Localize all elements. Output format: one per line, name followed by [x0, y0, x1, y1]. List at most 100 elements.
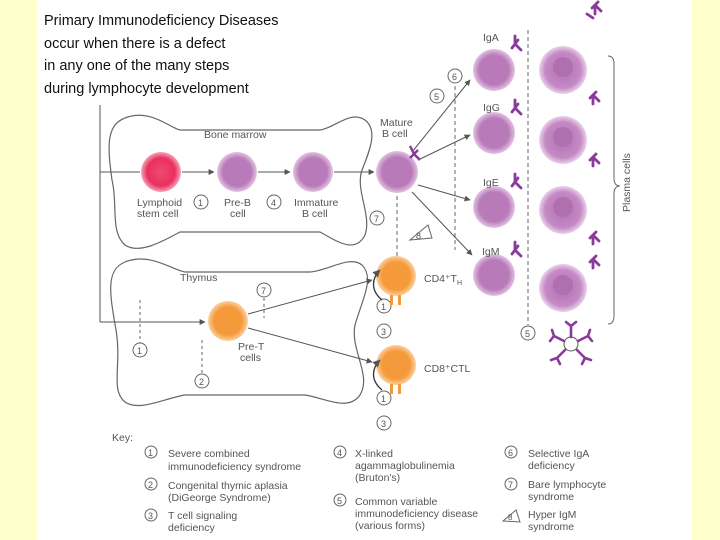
title-line-1: Primary Immunodeficiency Diseases	[44, 13, 279, 29]
cd4-label: CD4⁺TH	[424, 273, 462, 287]
bone-marrow-label: Bone marrow	[204, 129, 267, 141]
key-label: Key:	[112, 432, 133, 444]
svg-text:agammaglobulinemia: agammaglobulinemia	[355, 460, 455, 472]
svg-text:7: 7	[261, 286, 266, 296]
pre-t-cell	[208, 301, 248, 341]
igg-b-cell	[473, 112, 515, 154]
marker-8: 8	[408, 224, 433, 241]
marker-2: 2	[194, 373, 210, 389]
marker-1-thymus: 1	[132, 342, 148, 358]
mature-b-label-2: B cell	[382, 128, 408, 140]
svg-text:immunodeficiency syndrome: immunodeficiency syndrome	[168, 461, 301, 473]
igm-pentamer	[548, 320, 594, 366]
key-item-8: 8 Hyper IgM syndrome	[501, 509, 576, 533]
svg-text:3: 3	[148, 511, 153, 521]
igm-plasma-cell	[539, 264, 587, 312]
arrow-b-igm	[411, 191, 473, 256]
svg-text:1: 1	[381, 302, 386, 312]
svg-text:X-linked: X-linked	[355, 448, 393, 460]
svg-text:3: 3	[381, 327, 386, 337]
stem-cell-label-1: Lymphoid	[137, 197, 182, 209]
iga-plasma-cell	[539, 46, 587, 94]
marker-1-marrow: 1	[193, 194, 209, 210]
marker-6: 6	[447, 68, 463, 84]
svg-text:5: 5	[434, 92, 439, 102]
title-line-3: in any one of the many steps	[44, 58, 230, 74]
key-item-2: 2 Congenital thymic aplasia (DiGeorge Sy…	[144, 477, 288, 504]
svg-text:1: 1	[148, 448, 153, 458]
cd8-label: CD8⁺CTL	[424, 363, 471, 375]
svg-text:7: 7	[508, 480, 513, 490]
marker-4: 4	[266, 194, 282, 210]
pre-b-label-1: Pre-B	[224, 197, 251, 209]
marker-3-cd8: 3	[376, 415, 392, 431]
svg-text:syndrome: syndrome	[528, 521, 574, 533]
svg-text:8: 8	[508, 513, 513, 522]
key-item-4: 4 X-linked agammaglobulinemia (Bruton's)	[333, 445, 455, 484]
svg-text:immunodeficiency disease: immunodeficiency disease	[355, 508, 478, 520]
svg-text:3: 3	[381, 419, 386, 429]
cd4-loop-arrow	[372, 269, 383, 301]
title-line-4: during lymphocyte development	[44, 80, 249, 97]
ige-label: IgE	[483, 177, 499, 189]
iga-label: IgA	[483, 32, 499, 44]
pre-t-label-1: Pre-T	[238, 341, 265, 353]
arrow-pret-cd4	[247, 278, 373, 315]
antibodies	[510, 0, 603, 270]
svg-text:6: 6	[452, 72, 457, 82]
pre-t-label-2: cells	[240, 352, 261, 364]
svg-text:(Bruton's): (Bruton's)	[355, 472, 400, 484]
title-line-2: occur when there is a defect	[44, 35, 226, 52]
arrow-pret-cd8	[247, 327, 373, 364]
igm-label: IgM	[482, 246, 500, 258]
plasma-cells-label: Plasma cells	[621, 153, 633, 212]
svg-text:2: 2	[148, 480, 153, 490]
svg-text:1: 1	[137, 346, 142, 356]
arrow-b-igg	[417, 134, 471, 161]
key-item-5: 5 Common variable immunodeficiency disea…	[333, 493, 478, 532]
svg-text:deficiency: deficiency	[528, 460, 575, 472]
svg-text:Selective IgA: Selective IgA	[528, 448, 589, 460]
bone-marrow-outline	[108, 114, 373, 249]
svg-text:(various forms): (various forms)	[355, 520, 425, 532]
thymus-label: Thymus	[180, 272, 217, 284]
ige-plasma-cell	[539, 186, 587, 234]
stem-cell-label-2: stem cell	[137, 208, 178, 220]
svg-text:8: 8	[416, 231, 421, 241]
marker-7-b: 7	[369, 210, 385, 226]
cd4-t-cell	[376, 256, 416, 296]
igm-b-cell	[473, 254, 515, 296]
svg-text:5: 5	[337, 496, 342, 506]
thymus-outline	[110, 258, 369, 407]
marker-1-cd4: 1	[376, 298, 392, 314]
arrow-b-iga	[411, 79, 471, 153]
svg-text:Bare lymphocyte: Bare lymphocyte	[528, 479, 606, 491]
svg-text:1: 1	[381, 394, 386, 404]
arrow-b-ige	[417, 184, 471, 202]
marker-7-t: 7	[256, 282, 272, 298]
marker-5-bottom: 5	[520, 325, 536, 341]
lymphoid-stem-cell	[141, 152, 181, 192]
ige-b-cell	[473, 186, 515, 228]
slide-title: Primary Immunodeficiency Diseases occur …	[44, 10, 344, 100]
cd4-receptor	[390, 295, 401, 305]
key-item-1: 1 Severe combined immunodeficiency syndr…	[144, 445, 301, 473]
key-item-3: 3 T cell signaling deficiency	[144, 508, 237, 534]
cd8-t-cell	[376, 345, 416, 385]
svg-text:5: 5	[525, 329, 530, 339]
svg-text:(DiGeorge Syndrome): (DiGeorge Syndrome)	[168, 492, 271, 504]
igg-plasma-cell	[539, 116, 587, 164]
igg-label: IgG	[483, 102, 500, 114]
svg-text:Hyper IgM: Hyper IgM	[528, 509, 576, 521]
mature-b-label-1: Mature	[380, 117, 413, 129]
immature-b-cell	[293, 152, 333, 192]
svg-text:6: 6	[508, 448, 513, 458]
immature-b-label-1: Immature	[294, 197, 339, 209]
svg-text:Common variable: Common variable	[355, 496, 437, 508]
mature-b-cell	[376, 151, 418, 193]
plasma-cells-bracket	[607, 55, 621, 325]
iga-b-cell	[473, 49, 515, 91]
cd8-receptor	[390, 384, 401, 394]
pre-b-label-2: cell	[230, 208, 246, 220]
